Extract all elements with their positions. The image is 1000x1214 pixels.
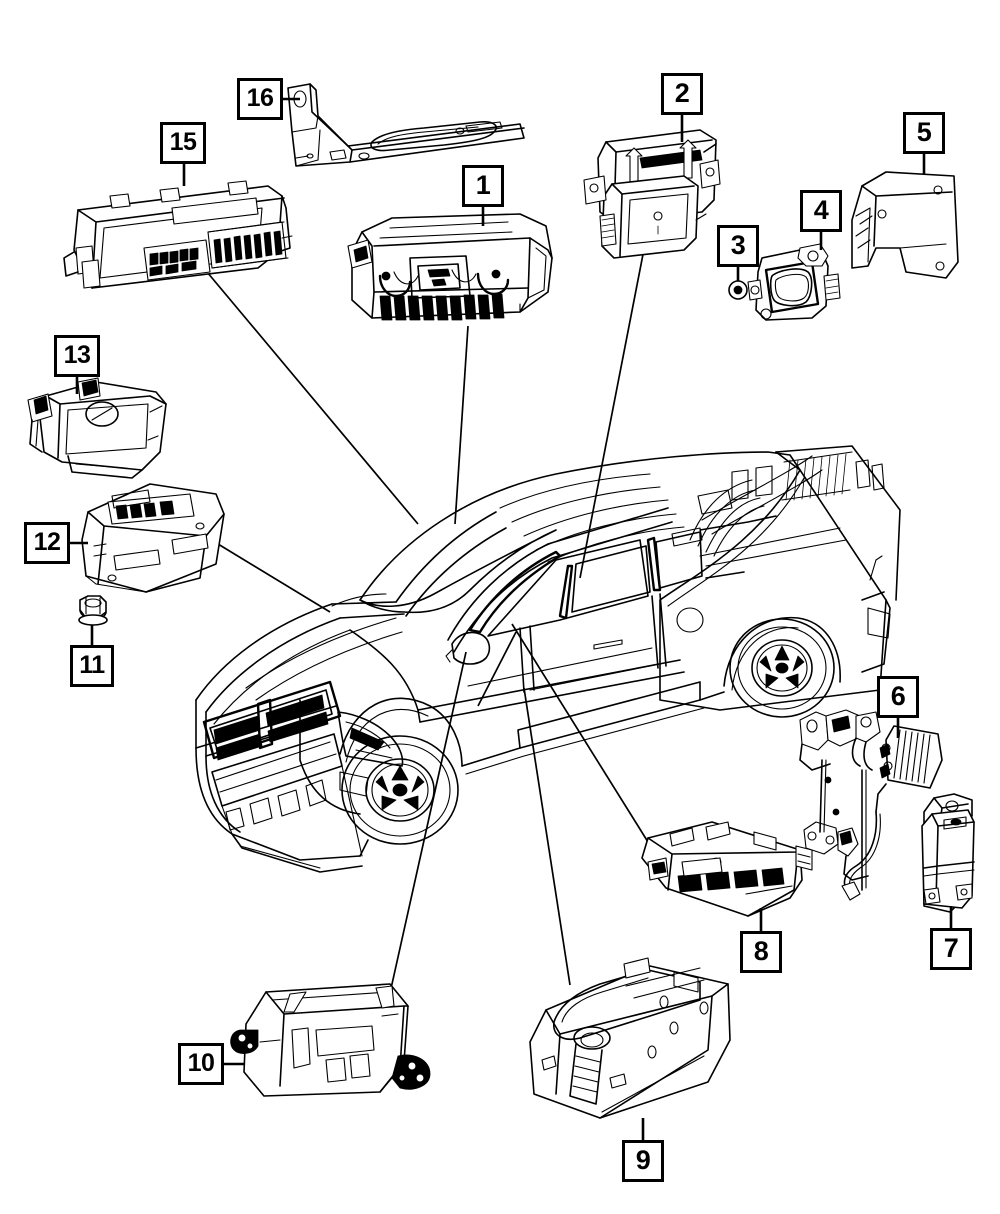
callout-number-label: 2 — [674, 77, 690, 108]
callout-box-11[interactable]: 11 — [70, 645, 114, 687]
callout-box-7[interactable]: 7 — [930, 928, 972, 970]
part-module-9 — [529, 957, 731, 1119]
callout-number-label: 4 — [813, 194, 829, 225]
callout-number-label: 7 — [943, 932, 959, 963]
part-nut-11 — [78, 595, 108, 626]
callout-box-4[interactable]: 4 — [800, 190, 842, 232]
callout-number-label: 13 — [63, 340, 91, 369]
part-module-7 — [921, 793, 975, 913]
callout-number-label: 3 — [730, 229, 746, 260]
part-grommet-3 — [728, 280, 748, 300]
callout-box-16[interactable]: 16 — [237, 78, 283, 120]
callout-number-label: 12 — [33, 527, 61, 556]
callout-box-2[interactable]: 2 — [661, 73, 703, 115]
part-cover-13 — [27, 377, 167, 479]
callout-number-label: 11 — [79, 650, 105, 679]
leader-line-1 — [454, 325, 469, 525]
callout-number-label: 10 — [187, 1048, 215, 1077]
callout-number-label: 15 — [169, 127, 197, 156]
part-shield-5 — [851, 171, 959, 279]
part-module-1 — [347, 213, 553, 321]
leader-line-8 — [511, 623, 649, 843]
part-module-10 — [230, 983, 431, 1097]
leader-line-2 — [579, 243, 646, 579]
callout-box-1[interactable]: 1 — [462, 165, 504, 207]
leader-line-15 — [201, 265, 419, 525]
callout-number-label: 16 — [246, 83, 274, 112]
callout-number-label: 1 — [475, 169, 491, 200]
callout-box-5[interactable]: 5 — [903, 112, 945, 154]
callout-box-15[interactable]: 15 — [160, 122, 206, 164]
callout-box-9[interactable]: 9 — [622, 1140, 664, 1182]
part-bracket-16 — [287, 83, 525, 167]
callout-stubs-group — [70, 97, 953, 1140]
part-module-2 — [583, 129, 721, 259]
leader-lines-group — [201, 243, 649, 1003]
leader-line-10 — [387, 651, 467, 1003]
leader-line-12 — [217, 543, 331, 613]
callout-box-8[interactable]: 8 — [740, 931, 782, 973]
callout-box-3[interactable]: 3 — [717, 225, 759, 267]
callout-box-6[interactable]: 6 — [877, 676, 919, 718]
callout-box-12[interactable]: 12 — [24, 522, 70, 564]
part-sensor-4 — [747, 243, 841, 321]
part-module-8 — [641, 821, 813, 917]
callout-number-label: 5 — [916, 116, 932, 147]
callout-box-13[interactable]: 13 — [54, 335, 100, 377]
leader-line-9 — [523, 687, 571, 986]
part-module-12 — [81, 483, 225, 593]
part-module-15 — [63, 180, 293, 289]
callout-number-label: 6 — [890, 680, 906, 711]
leader-line-8b — [477, 631, 517, 707]
callout-number-label: 9 — [635, 1144, 651, 1175]
callout-number-label: 8 — [753, 935, 769, 966]
callout-box-10[interactable]: 10 — [178, 1043, 224, 1085]
part-bracket-harness-6 — [799, 709, 943, 901]
vehicle-truck-illustration — [195, 445, 901, 873]
